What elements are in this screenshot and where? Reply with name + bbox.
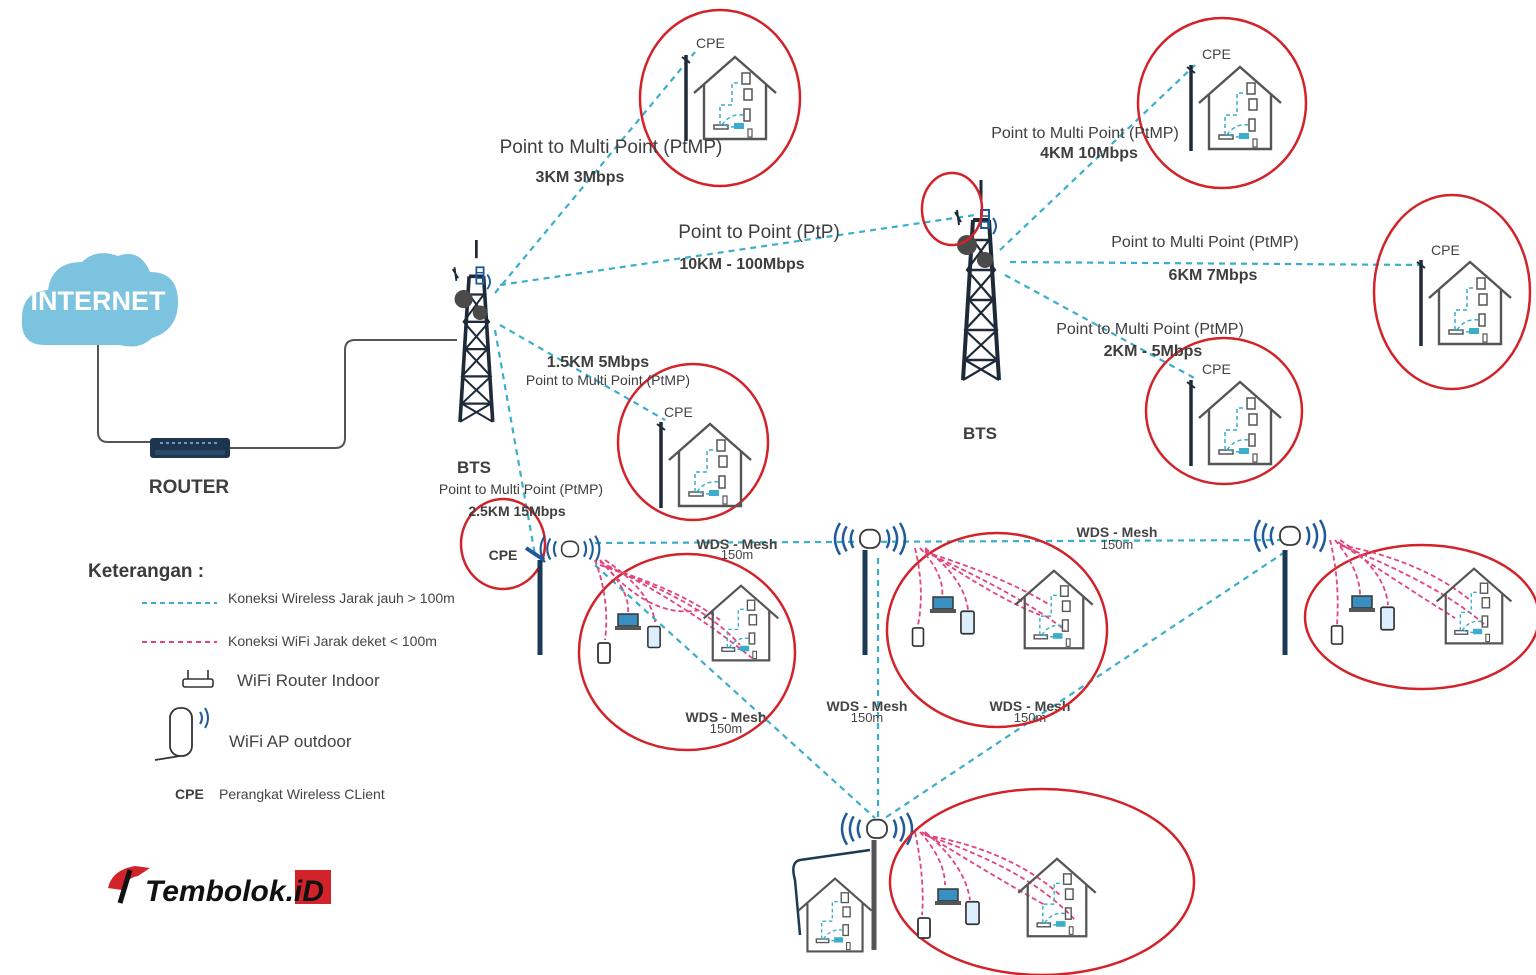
ptmp-6km-value: 6KM 7Mbps — [1169, 267, 1258, 284]
wds-distance: 150m — [721, 547, 754, 562]
ptmp-2km-value: 2KM - 5Mbps — [1104, 343, 1203, 360]
bts-label-left: BTS — [457, 458, 491, 477]
legend-cpe-desc: Perangkat Wireless CLient — [219, 786, 385, 802]
link-ptmp-2-5km — [493, 329, 537, 556]
ptmp-2-5km-value: 2.5KM 15Mbps — [468, 503, 565, 519]
bts-tower-right — [955, 180, 999, 380]
legend-wireless-far: Koneksi Wireless Jarak jauh > 100m — [228, 590, 455, 606]
cpe-label: CPE — [1202, 361, 1231, 377]
long-range-links — [493, 51, 1426, 819]
cpe-label: CPE — [1202, 46, 1231, 62]
wds-distance: 150m — [851, 710, 884, 725]
ptp-value: 10KM - 100Mbps — [679, 256, 804, 273]
wds-labels: WDS - Mesh 150m WDS - Mesh 150m WDS - Me… — [686, 524, 1158, 736]
bts-label-right: BTS — [963, 424, 997, 443]
ptmp-6km-title: Point to Multi Point (PtMP) — [1111, 234, 1299, 251]
cpe-site-4km: CPE — [1136, 16, 1308, 190]
cpe-site-6km: CPE — [1372, 193, 1532, 391]
logo-text: Tembolok.iD — [145, 875, 324, 908]
link-ptp — [499, 213, 976, 287]
link-ptmp-2km — [1004, 274, 1199, 381]
ap-outdoor-icon — [154, 707, 209, 761]
bts-tower-left — [450, 238, 495, 424]
wds-title: WDS - Mesh — [697, 536, 778, 552]
cpe-site-3km: CPE — [638, 8, 802, 188]
tembolok-logo: Tembolok.iD — [108, 866, 331, 908]
link-wds-left — [594, 564, 876, 819]
legend-cpe-code: CPE — [175, 786, 204, 802]
wired-cables — [97, 339, 457, 449]
ptmp-4km-title: Point to Multi Point (PtMP) — [991, 125, 1179, 142]
wds-title: WDS - Mesh — [827, 698, 908, 714]
ptmp-4km-value: 4KM 10Mbps — [1040, 145, 1138, 162]
ptmp-3km-value: 3KM 3Mbps — [536, 169, 625, 186]
link-ptmp-4km — [999, 64, 1196, 251]
cpe-label: CPE — [664, 404, 693, 420]
legend-title: Keterangan : — [88, 561, 204, 582]
router-label: ROUTER — [149, 477, 230, 498]
link-wds-right — [884, 551, 1286, 819]
wifi-area-3 — [1303, 539, 1536, 691]
router-device — [150, 438, 230, 458]
bts-cpe-highlight — [920, 171, 984, 247]
cpe-label: CPE — [1431, 242, 1460, 258]
legend-ap-outdoor: WiFi AP outdoor — [229, 732, 352, 751]
ap-node-4 — [792, 811, 914, 953]
wds-title: WDS - Mesh — [1077, 524, 1158, 540]
wds-title: WDS - Mesh — [990, 698, 1071, 714]
link-wds-top — [594, 538, 1284, 545]
wifi-area-4 — [888, 787, 1196, 975]
wds-title: WDS - Mesh — [686, 709, 767, 725]
ap-node-3 — [1253, 518, 1327, 655]
ap-node-2 — [833, 521, 907, 655]
cpe-bold-label: CPE — [489, 547, 518, 563]
ap-node-1 — [524, 534, 601, 655]
legend: Keterangan : Koneksi Wireless Jarak jauh… — [88, 561, 455, 802]
ptmp-2km-title: Point to Multi Point (PtMP) — [1056, 321, 1244, 338]
cpe-site-2km: CPE — [1144, 336, 1304, 486]
ptmp-2-5km-title: Point to Multi Point (PtMP) — [439, 481, 603, 497]
link-ptmp-6km — [1009, 260, 1426, 267]
ptmp-1-5km-value: 1.5KM 5Mbps — [547, 354, 649, 371]
wifi-area-2 — [885, 531, 1109, 729]
router-indoor-icon — [182, 670, 214, 688]
link-ptmp-3km — [494, 51, 696, 294]
legend-wifi-near: Koneksi WiFi Jarak deket < 100m — [228, 633, 437, 649]
wds-distance: 150m — [1101, 537, 1134, 552]
internet-label: INTERNET — [31, 286, 167, 316]
cpe-highlight — [459, 497, 547, 591]
wifi-area-1 — [577, 552, 797, 752]
ptp-title: Point to Point (PtP) — [678, 222, 840, 243]
cpe-label: CPE — [696, 35, 725, 51]
ptmp-3km-title: Point to Multi Point (PtMP) — [500, 137, 723, 158]
legend-router-indoor: WiFi Router Indoor — [237, 671, 380, 690]
ptmp-1-5km-title: Point to Multi Point (PtMP) — [526, 372, 690, 388]
cpe-site-1-5km: CPE — [616, 362, 770, 522]
link-ptmp-1-5km — [499, 324, 666, 421]
wds-distance: 150m — [710, 721, 743, 736]
internet-cloud: INTERNET — [21, 253, 178, 347]
